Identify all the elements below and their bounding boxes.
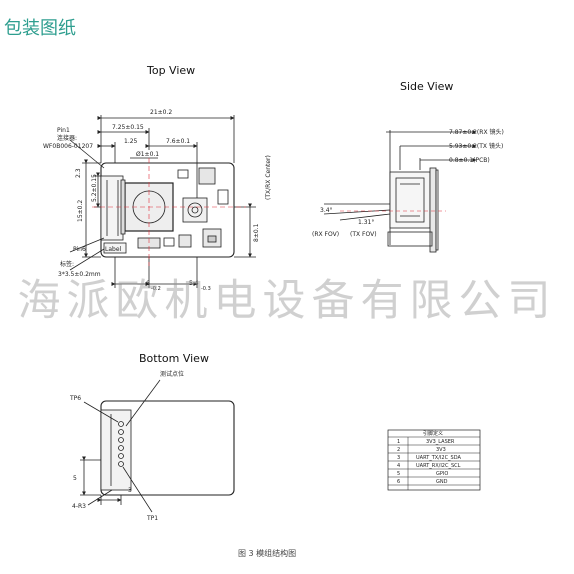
pin6-label: Pin6	[73, 246, 86, 253]
dim-54: 5.4	[189, 280, 199, 287]
watermark: 海派欧机电设备有限公司	[17, 276, 557, 326]
rx-angle: 3.4°	[320, 207, 333, 214]
board-label-text: Label	[105, 246, 122, 253]
pin-name: 3V3_LASER	[426, 439, 455, 445]
pin-num: 1	[397, 439, 400, 445]
dim-6-tol: -0.2	[151, 286, 161, 292]
figure-caption: 图 3 模组结构图	[238, 549, 297, 558]
bottom-view-title: Bottom View	[139, 352, 209, 365]
dim-hole: Ø1±0.1	[136, 151, 159, 158]
tp1-label: TP1	[146, 515, 158, 522]
tx-angle: 1.31°	[358, 219, 374, 226]
dim-4r3: 4-R3	[72, 503, 86, 510]
tx-rx-center: (TX/RX Center)	[265, 155, 272, 200]
top-view-title: Top View	[147, 64, 196, 77]
pin-num: 3	[397, 455, 400, 461]
pin-num: 5	[397, 471, 400, 477]
dim-725: 7.25±0.15	[112, 124, 144, 131]
bottom-view-drawing	[80, 379, 235, 513]
dim-3: 3	[128, 487, 132, 494]
pcb-dim: 0.8±0.1(PCB)	[449, 157, 490, 164]
side-view-drawing	[323, 130, 477, 253]
side-view-title: Side View	[400, 80, 454, 93]
dim-width-total: 21±0.2	[150, 109, 172, 116]
dim-125: 1.25	[124, 138, 138, 145]
tp6-label: TP6	[69, 395, 81, 402]
test-point-label: 测试点位	[160, 370, 184, 378]
label-size: 3*3.5±0.2mm	[58, 271, 101, 278]
rx-lens-dim: 7.87±0.2(RX 镜头)	[449, 128, 504, 136]
center-lines	[92, 158, 246, 266]
pin-num: 2	[397, 447, 400, 453]
pin-name: GND	[436, 479, 448, 485]
pin-table: 引脚定义 1 3V3_LASER 2 3V3 3 UART_TX/I2C_SDA…	[387, 429, 481, 491]
connector-label: 连接器:	[57, 134, 77, 142]
pin-table-title: 引脚定义	[423, 430, 443, 437]
dim-54-tol: -0.3	[201, 286, 211, 292]
pin-num: 6	[397, 479, 400, 485]
tx-lens-dim: 5.93±0.2(TX 镜头)	[449, 142, 503, 150]
rx-fov: (RX FOV)	[312, 231, 339, 238]
dim-76: 7.6±0.1	[166, 138, 190, 145]
dim-height: 15±0.2	[77, 200, 84, 222]
pin-name: UART_RX/I2C_SCL	[416, 463, 461, 469]
dim-23: 2.3	[75, 168, 82, 178]
pin-num: 4	[397, 463, 400, 469]
pin-name: 3V3	[436, 447, 446, 453]
tx-fov: (TX FOV)	[350, 231, 377, 238]
page-heading: 包装图纸	[4, 18, 76, 39]
dim-5: 5	[73, 475, 77, 482]
dim-52: 5.2±0.15	[91, 174, 98, 202]
pin-name: UART_TX/I2C_SDA	[416, 455, 461, 461]
connector-part: WF0B006-01207	[43, 143, 93, 150]
dim-8: 8±0.1	[253, 223, 260, 242]
dim-6: 6	[146, 280, 150, 287]
pin-name: GPIO	[436, 471, 448, 477]
pin1-label: Pin1	[57, 127, 70, 134]
label-cn: 标签:	[60, 260, 74, 268]
